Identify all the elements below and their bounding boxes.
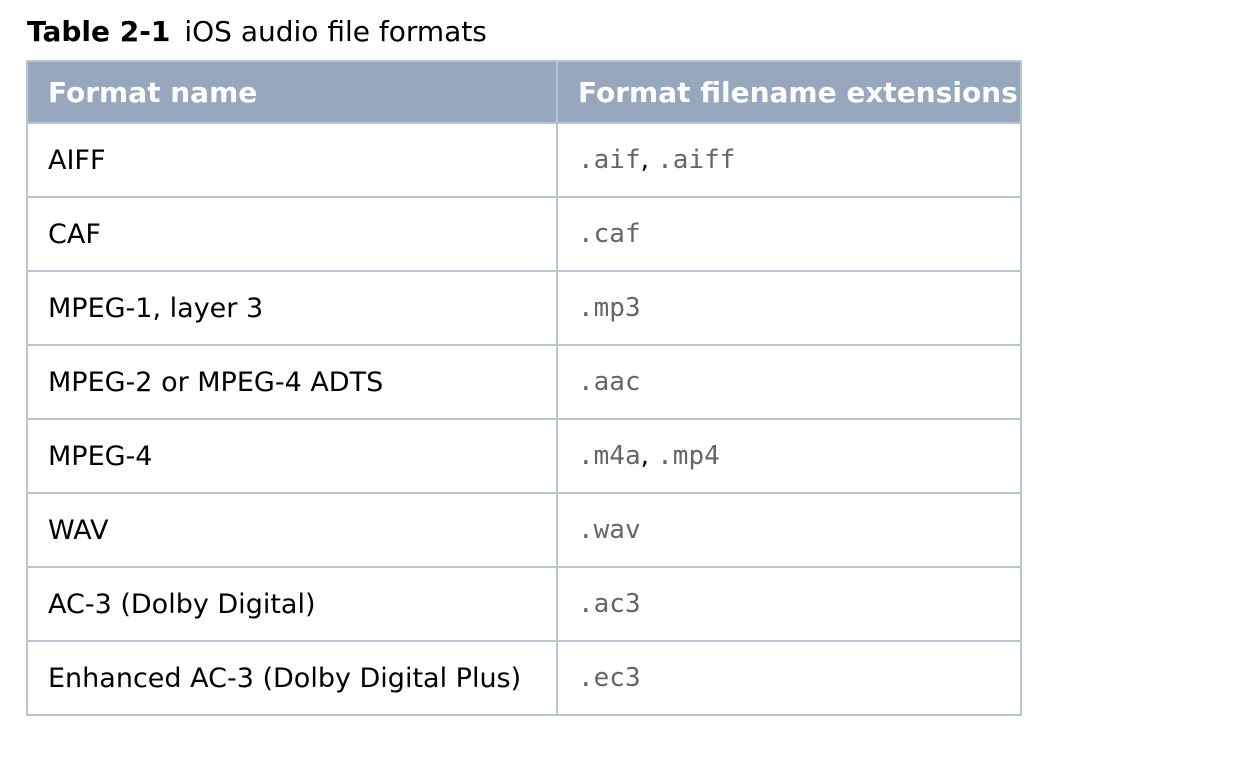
extension-code: .aiff: [657, 145, 736, 175]
format-name-cell: MPEG-4: [26, 418, 558, 494]
format-name-cell: WAV: [26, 492, 558, 568]
audio-formats-table: Format name Format filename extensions A…: [26, 60, 1022, 716]
table-body: AIFF .aif, .aiff CAF .caf MPEG-1, layer …: [26, 122, 1022, 716]
header-format-extensions: Format filename extensions: [556, 60, 1022, 124]
table-title: iOS audio file formats: [184, 15, 487, 48]
table-row: Enhanced AC-3 (Dolby Digital Plus) .ec3: [26, 640, 1022, 716]
extension-code: .aac: [578, 367, 641, 397]
extensions-cell: .aac: [556, 344, 1022, 420]
format-name-cell: Enhanced AC-3 (Dolby Digital Plus): [26, 640, 558, 716]
extension-code: .ec3: [578, 663, 641, 693]
table-caption: Table 2-1 iOS audio file formats: [27, 14, 487, 50]
extension-code: .aif: [578, 145, 641, 175]
extension-code: .ac3: [578, 589, 641, 619]
table-row: MPEG-2 or MPEG-4 ADTS .aac: [26, 344, 1022, 420]
extension-separator: ,: [640, 145, 658, 175]
extension-separator: ,: [640, 441, 658, 471]
header-row: Format name Format filename extensions: [26, 60, 1022, 124]
table-row: AC-3 (Dolby Digital) .ac3: [26, 566, 1022, 642]
extensions-cell: .ac3: [556, 566, 1022, 642]
format-name-cell: CAF: [26, 196, 558, 272]
table-row: WAV .wav: [26, 492, 1022, 568]
header-format-name: Format name: [26, 60, 558, 124]
table-header: Format name Format filename extensions: [26, 60, 1022, 124]
extension-code: .wav: [578, 515, 641, 545]
table-number: Table 2-1: [27, 15, 171, 48]
extensions-cell: .ec3: [556, 640, 1022, 716]
extensions-cell: .caf: [556, 196, 1022, 272]
extension-code: .caf: [578, 219, 641, 249]
table-row: MPEG-1, layer 3 .mp3: [26, 270, 1022, 346]
format-name-cell: AIFF: [26, 122, 558, 198]
table-row: AIFF .aif, .aiff: [26, 122, 1022, 198]
extension-code: .mp3: [578, 293, 641, 323]
extension-code: .m4a: [578, 441, 641, 471]
extensions-cell: .m4a, .mp4: [556, 418, 1022, 494]
table-row: MPEG-4 .m4a, .mp4: [26, 418, 1022, 494]
extensions-cell: .aif, .aiff: [556, 122, 1022, 198]
extensions-cell: .mp3: [556, 270, 1022, 346]
table-row: CAF .caf: [26, 196, 1022, 272]
format-name-cell: MPEG-1, layer 3: [26, 270, 558, 346]
extension-code: .mp4: [657, 441, 720, 471]
extensions-cell: .wav: [556, 492, 1022, 568]
format-name-cell: MPEG-2 or MPEG-4 ADTS: [26, 344, 558, 420]
format-name-cell: AC-3 (Dolby Digital): [26, 566, 558, 642]
